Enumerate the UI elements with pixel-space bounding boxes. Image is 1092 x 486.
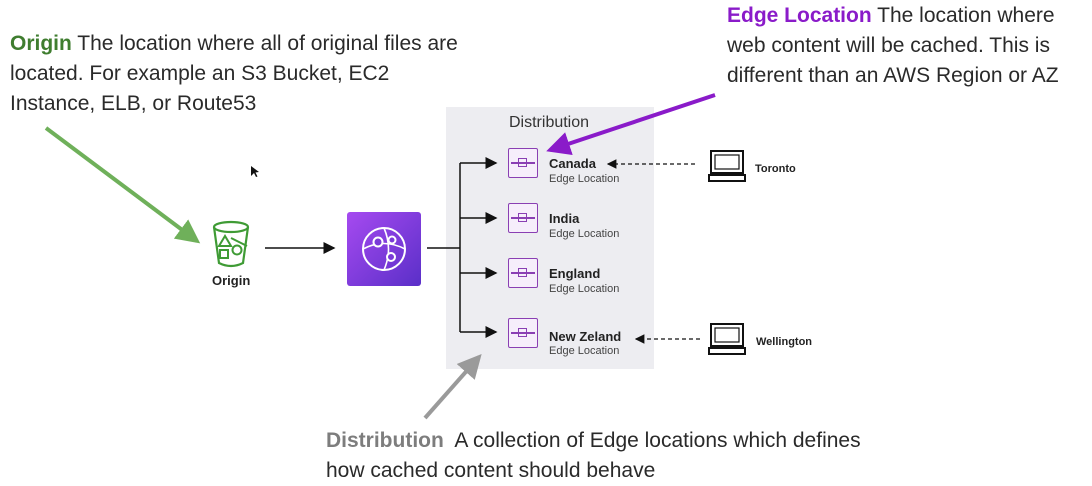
client-label-toronto: Toronto	[755, 163, 796, 175]
distribution-title: Distribution	[509, 114, 590, 131]
edge-location-callout: Edge Location The location where web con…	[727, 1, 1092, 91]
distribution-pointer-arrow	[423, 354, 482, 420]
origin-callout: Origin The location where all of origina…	[10, 29, 480, 119]
s3-bucket-icon	[212, 220, 250, 268]
edge-location-keyword: Edge Location	[727, 4, 872, 27]
edge-location-description: The location where web content will be c…	[727, 4, 1059, 87]
origin-pointer-arrow	[44, 126, 201, 244]
edge-location-icon	[508, 258, 538, 288]
cloudfront-icon	[347, 212, 421, 286]
edge-location-pointer-arrow	[546, 93, 716, 156]
edge-location-name-new-zeland: New Zeland	[549, 329, 622, 344]
computer-icon	[708, 150, 746, 182]
distribution-keyword: Distribution	[326, 429, 444, 452]
edge-location-sub-england: Edge Location	[549, 283, 620, 295]
computer-icon	[708, 323, 746, 355]
origin-keyword: Origin	[10, 32, 72, 55]
edge-location-icon	[508, 148, 538, 178]
origin-description: The location where all of original files…	[10, 32, 458, 115]
edge-location-name-india: India	[549, 211, 580, 226]
origin-label: Origin	[212, 273, 251, 288]
client-label-wellington: Wellington	[756, 336, 813, 348]
distribution-description: A collection of Edge locations which def…	[326, 429, 867, 482]
edge-location-icon	[508, 318, 538, 348]
edge-location-sub-new-zeland: Edge Location	[549, 345, 620, 357]
distribution-callout: Distribution A collection of Edge locati…	[326, 426, 886, 486]
edge-location-name-england: England	[549, 266, 601, 281]
edge-location-sub-canada: Edge Location	[549, 173, 620, 185]
edge-location-name-canada: Canada	[549, 156, 596, 171]
edge-location-sub-india: Edge Location	[549, 228, 620, 240]
edge-location-icon	[508, 203, 538, 233]
cursor-icon	[251, 166, 259, 177]
